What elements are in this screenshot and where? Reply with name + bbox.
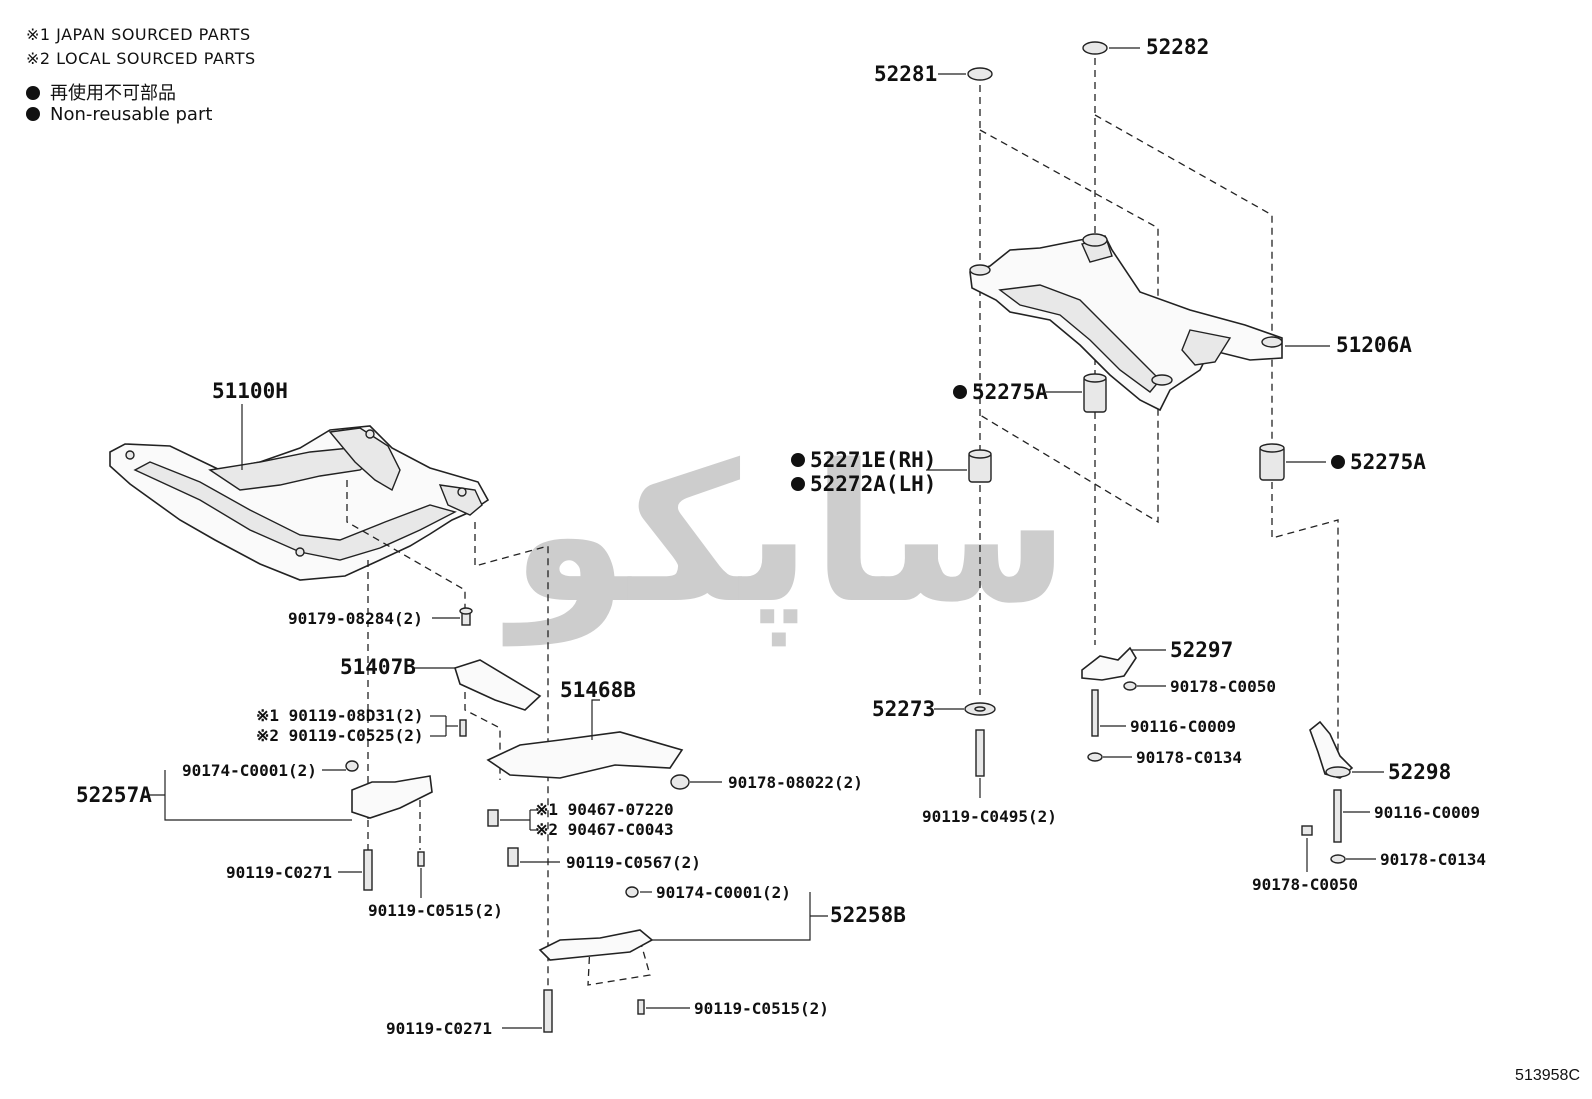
bracket-52297-drawing	[1081, 646, 1166, 762]
legend-non-reusable-en-text: Non-reusable part	[50, 104, 213, 125]
label-90119-C0515-b: 90119-C0515(2)	[694, 999, 829, 1018]
label-90178-C0050-a: 90178-C0050	[1170, 677, 1276, 696]
label-90119-C0271-b: 90119-C0271	[386, 1019, 492, 1038]
legend-non-reusable-jp: 再使用不可部品	[26, 79, 176, 105]
washer-52273	[934, 702, 996, 798]
stopper-52282	[1082, 41, 1140, 55]
legend-local-sourced: ※2 LOCAL SOURCED PARTS	[26, 49, 256, 68]
bracket-52257A-drawing	[148, 760, 433, 821]
label-90467-C0043: ※2 90467-C0043	[535, 820, 674, 839]
cover-51407B-drawing	[412, 659, 542, 711]
front-crossmember-drawing	[109, 404, 490, 581]
bullet-icon	[26, 86, 40, 100]
front-dashed-guides	[346, 480, 651, 1000]
label-52281: 52281	[874, 62, 937, 86]
bolt-90119-08D31	[430, 715, 467, 737]
label-52275A-b: 52275A	[1350, 450, 1426, 474]
label-90116-C0009-b: 90116-C0009	[1374, 803, 1480, 822]
label-52271E: 52271E(RH)	[810, 448, 936, 472]
bolt-90119-C0271-b	[502, 989, 553, 1033]
label-52282: 52282	[1146, 35, 1209, 59]
legend-non-reusable-en: Non-reusable part	[26, 104, 212, 125]
shield-51468B-drawing	[486, 699, 684, 779]
label-90174-C0001-a: 90174-C0001(2)	[182, 761, 317, 780]
bolt-90119-C0271-a	[338, 849, 373, 891]
legend-japan-sourced: ※1 JAPAN SOURCED PARTS	[26, 25, 251, 44]
label-52298: 52298	[1388, 760, 1451, 784]
label-51407B: 51407B	[340, 655, 416, 679]
label-90178-C0050-b: 90178-C0050	[1252, 875, 1358, 894]
label-90119-08D31: ※1 90119-08D31(2)	[256, 706, 424, 725]
label-51206A: 51206A	[1336, 333, 1412, 357]
bushing-52271E	[791, 449, 992, 491]
label-90467-07220: ※1 90467-07220	[535, 800, 674, 819]
label-52297: 52297	[1170, 638, 1233, 662]
label-51100H: 51100H	[212, 379, 288, 403]
rear-crossmember-drawing	[969, 233, 1330, 412]
label-52275A-a: 52275A	[972, 380, 1048, 404]
label-52273: 52273	[872, 697, 935, 721]
label-90178-C0134-b: 90178-C0134	[1380, 850, 1486, 869]
label-52258B: 52258B	[830, 903, 906, 927]
bolt-90119-C0567	[507, 847, 560, 867]
bushing-52275A-a	[953, 373, 1107, 413]
nut-90178-08022	[670, 774, 722, 790]
label-90119-C0567: 90119-C0567(2)	[566, 853, 701, 872]
bullet-icon	[26, 107, 40, 121]
label-90179-08284: 90179-08284(2)	[288, 609, 423, 628]
bolt-90119-C0515-a	[417, 851, 425, 898]
label-90178-C0134-a: 90178-C0134	[1136, 748, 1242, 767]
label-90119-C0495: 90119-C0495(2)	[922, 807, 1057, 826]
bolt-90119-C0515-b	[637, 999, 690, 1015]
screw-90179-08284	[432, 607, 473, 626]
legend-non-reusable-jp-text: 再使用不可部品	[50, 83, 176, 104]
figure-id: 513958C	[1515, 1067, 1580, 1084]
clip-90467	[487, 809, 536, 831]
bushing-52275A-b	[1259, 443, 1345, 481]
label-90119-C0515-a: 90119-C0515(2)	[368, 901, 503, 920]
label-90174-C0001-b: 90174-C0001(2)	[656, 883, 791, 902]
bracket-52298-drawing	[1301, 720, 1384, 872]
label-52272A: 52272A(LH)	[810, 472, 936, 496]
label-90116-C0009-a: 90116-C0009	[1130, 717, 1236, 736]
label-90178-08022: 90178-08022(2)	[728, 773, 863, 792]
bracket-52258B-drawing	[538, 886, 828, 961]
label-90119-C0525: ※2 90119-C0525(2)	[256, 726, 424, 745]
label-51468B: 51468B	[560, 678, 636, 702]
label-90119-C0271-a: 90119-C0271	[226, 863, 332, 882]
stopper-52281	[938, 67, 993, 81]
label-52257A: 52257A	[76, 783, 152, 807]
